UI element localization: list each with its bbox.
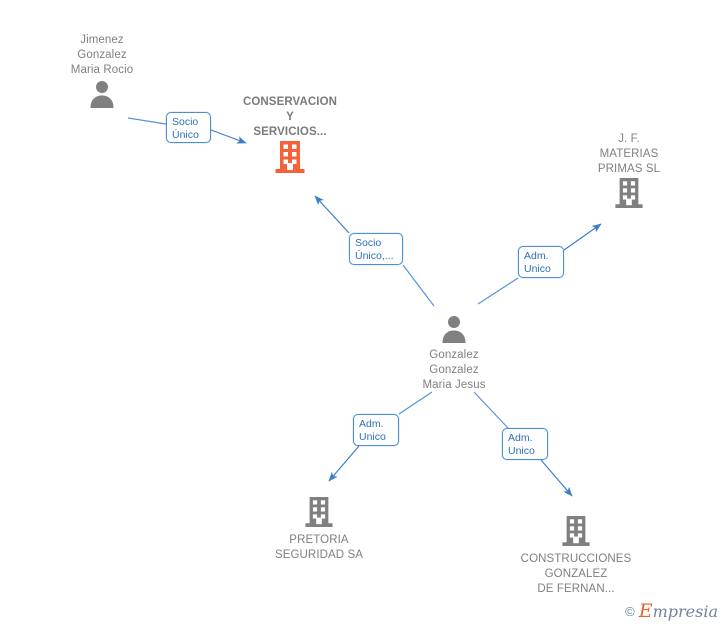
edge-line-gonzalez-pretoria (398, 391, 433, 415)
building-icon (549, 177, 709, 214)
copyright-icon: © (625, 603, 635, 619)
edge-line-gonzalez-jfmaterias (477, 277, 519, 305)
edge-label-socio-unico-jimenez[interactable]: Socio Único (166, 112, 211, 143)
edge-label-adm-unico-construcciones[interactable]: Adm. Unico (502, 428, 548, 460)
node-jimenez-gonzalez-maria-rocio[interactable]: Jimenez Gonzalez Maria Rocio (22, 33, 182, 113)
edge-line-jimenez-conservacion (127, 117, 167, 125)
edge-arrow-gonzalez-jfmaterias (563, 223, 602, 251)
edge-label-socio-unico-gonzalez[interactable]: Socio Único,... (349, 233, 403, 265)
edge-line-gonzalez-conservacion (402, 264, 435, 307)
edge-arrow-jimenez-conservacion (210, 129, 247, 144)
edge-arrow-gonzalez-construcciones (540, 459, 573, 497)
node-jf-materias-primas-sl[interactable]: J. F. MATERIAS PRIMAS SL (549, 132, 709, 214)
edge-arrow-gonzalez-conservacion (314, 195, 350, 234)
building-icon (239, 496, 399, 533)
edge-label-adm-unico-jfmaterias[interactable]: Adm. Unico (518, 246, 564, 278)
building-icon-highlight (210, 140, 370, 179)
edge-label-adm-unico-pretoria[interactable]: Adm. Unico (353, 414, 399, 446)
person-icon (374, 313, 534, 348)
node-gonzalez-gonzalez-maria-jesus[interactable]: Gonzalez Gonzalez Maria Jesus (374, 313, 534, 393)
node-pretoria-seguridad-sa[interactable]: PRETORIA SEGURIDAD SA (239, 496, 399, 563)
node-label-gonzalez: Gonzalez Gonzalez Maria Jesus (422, 349, 486, 391)
node-label-jimenez: Jimenez Gonzalez Maria Rocio (70, 34, 134, 76)
edge-arrow-gonzalez-pretoria (328, 445, 360, 482)
node-label-pretoria: PRETORIA SEGURIDAD SA (274, 534, 364, 561)
node-conservacion-y-servicios[interactable]: CONSERVACION Y SERVICIOS... (210, 95, 370, 179)
building-icon (496, 515, 656, 552)
node-label-construcciones: CONSTRUCCIONES GONZALEZ DE FERNAN... (520, 553, 632, 595)
empresia-watermark: © Empresia (625, 600, 718, 622)
node-label-conservacion: CONSERVACION Y SERVICIOS... (242, 96, 338, 138)
person-icon (22, 78, 182, 113)
node-construcciones-gonzalez-de-fernan[interactable]: CONSTRUCCIONES GONZALEZ DE FERNAN... (496, 515, 656, 597)
brand-rest: mpresia (652, 602, 718, 621)
brand-initial: E (638, 600, 653, 622)
node-label-jf-materias: J. F. MATERIAS PRIMAS SL (597, 133, 661, 175)
brand-wordmark: Empresia (639, 600, 718, 622)
edge-line-gonzalez-construcciones (473, 391, 509, 429)
